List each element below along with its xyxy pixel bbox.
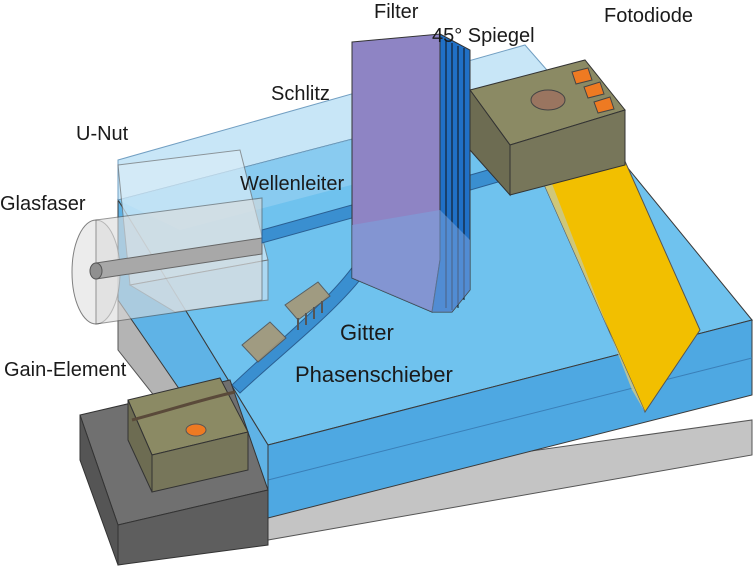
label-spiegel: 45° Spiegel bbox=[432, 25, 535, 47]
label-gain: Gain-Element bbox=[4, 359, 127, 381]
phase-shifter bbox=[241, 321, 287, 363]
filter bbox=[351, 33, 471, 313]
grating bbox=[284, 281, 331, 330]
label-unut: U-Nut bbox=[76, 123, 129, 145]
gain-element bbox=[127, 377, 249, 493]
label-wellenleiter: Wellenleiter bbox=[240, 173, 344, 195]
label-fotodiode: Fotodiode bbox=[604, 5, 693, 27]
label-phasenschieber: Phasenschieber bbox=[295, 362, 453, 387]
photodiode bbox=[469, 59, 626, 197]
label-gitter: Gitter bbox=[340, 320, 394, 345]
label-schlitz: Schlitz bbox=[271, 83, 330, 105]
glass-fiber bbox=[71, 197, 263, 325]
label-filter: Filter bbox=[374, 1, 419, 23]
label-glasfaser: Glasfaser bbox=[0, 193, 86, 215]
